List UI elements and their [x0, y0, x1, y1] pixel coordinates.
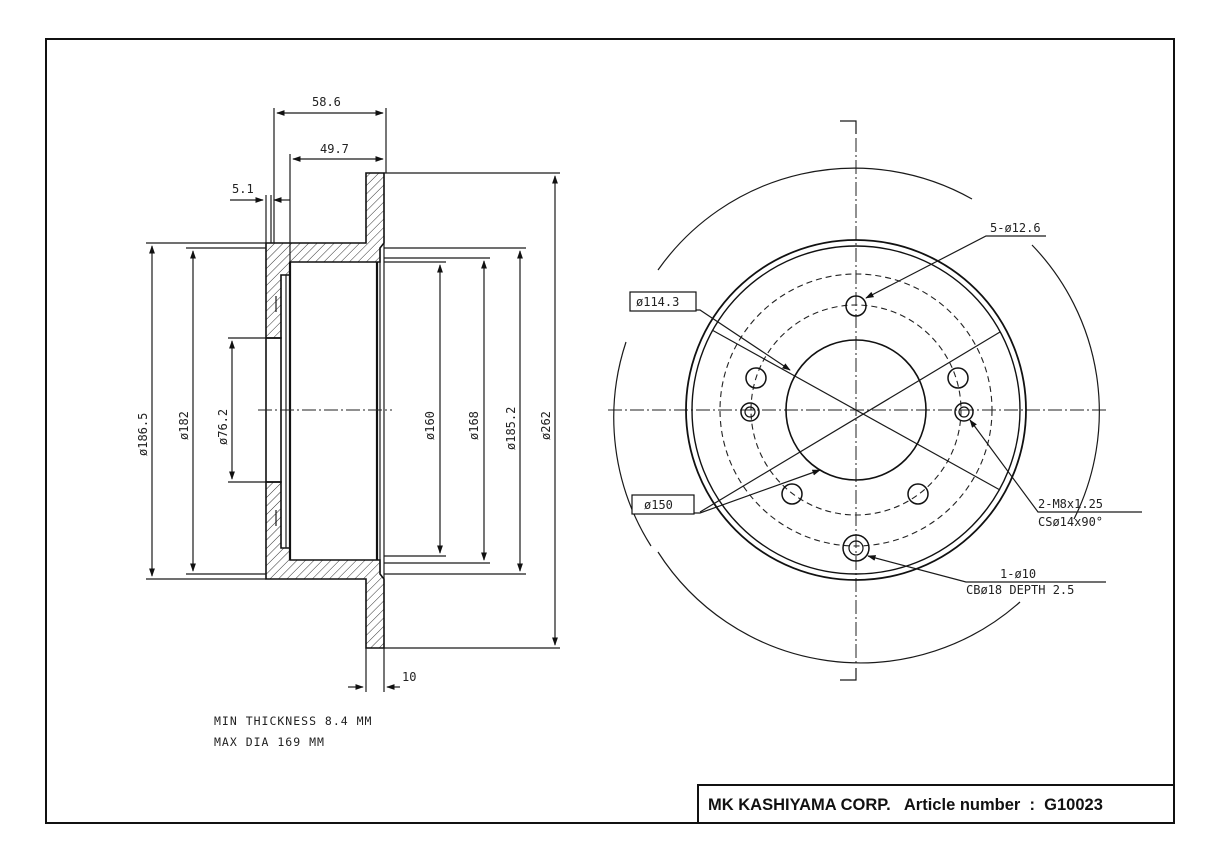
side-view: 58.6 49.7 5.1 10 ø186.5 ø182 ø76.2 ø160 … [136, 95, 560, 692]
pin-hole-inner [848, 540, 864, 556]
pin-label-line1: 1-ø10 [1000, 567, 1036, 581]
dia-186-5-label: ø186.5 [136, 413, 150, 456]
pin-hole [842, 534, 870, 562]
center-bore [785, 339, 927, 481]
dim-49-7-label: 49.7 [320, 142, 349, 156]
drum-outer-circle [685, 239, 1027, 581]
dim-10-label: 10 [402, 670, 416, 684]
dia-262-label: ø262 [539, 411, 553, 440]
dim-5-1-label: 5.1 [232, 182, 254, 196]
note-min-thickness: MIN THICKNESS 8.4 MM [214, 714, 372, 728]
dia-160-label: ø160 [423, 411, 437, 440]
title-block [697, 784, 1175, 824]
bolt-hole [907, 483, 929, 505]
bolt-hole [845, 295, 867, 317]
bolt-circle-label-box [631, 494, 695, 515]
threaded-hole-inner [958, 406, 970, 418]
front-view: ø114.3 ø150 5-ø12.6 2-M8x1.25 CSø14x90° … [608, 120, 1142, 681]
dia-185-2-label: ø185.2 [504, 407, 518, 450]
pin-label-line2: CBø18 DEPTH 2.5 [966, 583, 1074, 597]
threaded-hole [740, 402, 760, 422]
title-block-text: MK KASHIYAMA CORP. Article number : G100… [708, 796, 1103, 814]
thread-label-line1: 2-M8x1.25 [1038, 497, 1103, 511]
dia-182-label: ø182 [177, 411, 191, 440]
bolt-hole [947, 367, 969, 389]
thread-label-line2: CSø14x90° [1038, 515, 1103, 529]
dia-168-label: ø168 [467, 411, 481, 440]
bolt-circle-label: ø150 [644, 498, 673, 512]
holes-label: 5-ø12.6 [990, 221, 1041, 235]
section-profile-bottom [265, 481, 385, 649]
drawing-frame [45, 38, 1175, 824]
dim-58-6-label: 58.6 [312, 95, 341, 109]
bolt-hole [745, 367, 767, 389]
pcd-label-box [629, 291, 697, 312]
drum-inner-circle [691, 245, 1021, 575]
pcd-label: ø114.3 [636, 295, 679, 309]
bolt-hole [781, 483, 803, 505]
threaded-hole-inner [744, 406, 756, 418]
note-max-dia: MAX DIA 169 MM [214, 735, 325, 749]
dia-76-2-label: ø76.2 [216, 409, 230, 445]
pcd-circle-dashed [750, 304, 962, 516]
threaded-hole [954, 402, 974, 422]
section-profile-top [265, 172, 385, 339]
bolt-circle-dashed [719, 273, 993, 547]
